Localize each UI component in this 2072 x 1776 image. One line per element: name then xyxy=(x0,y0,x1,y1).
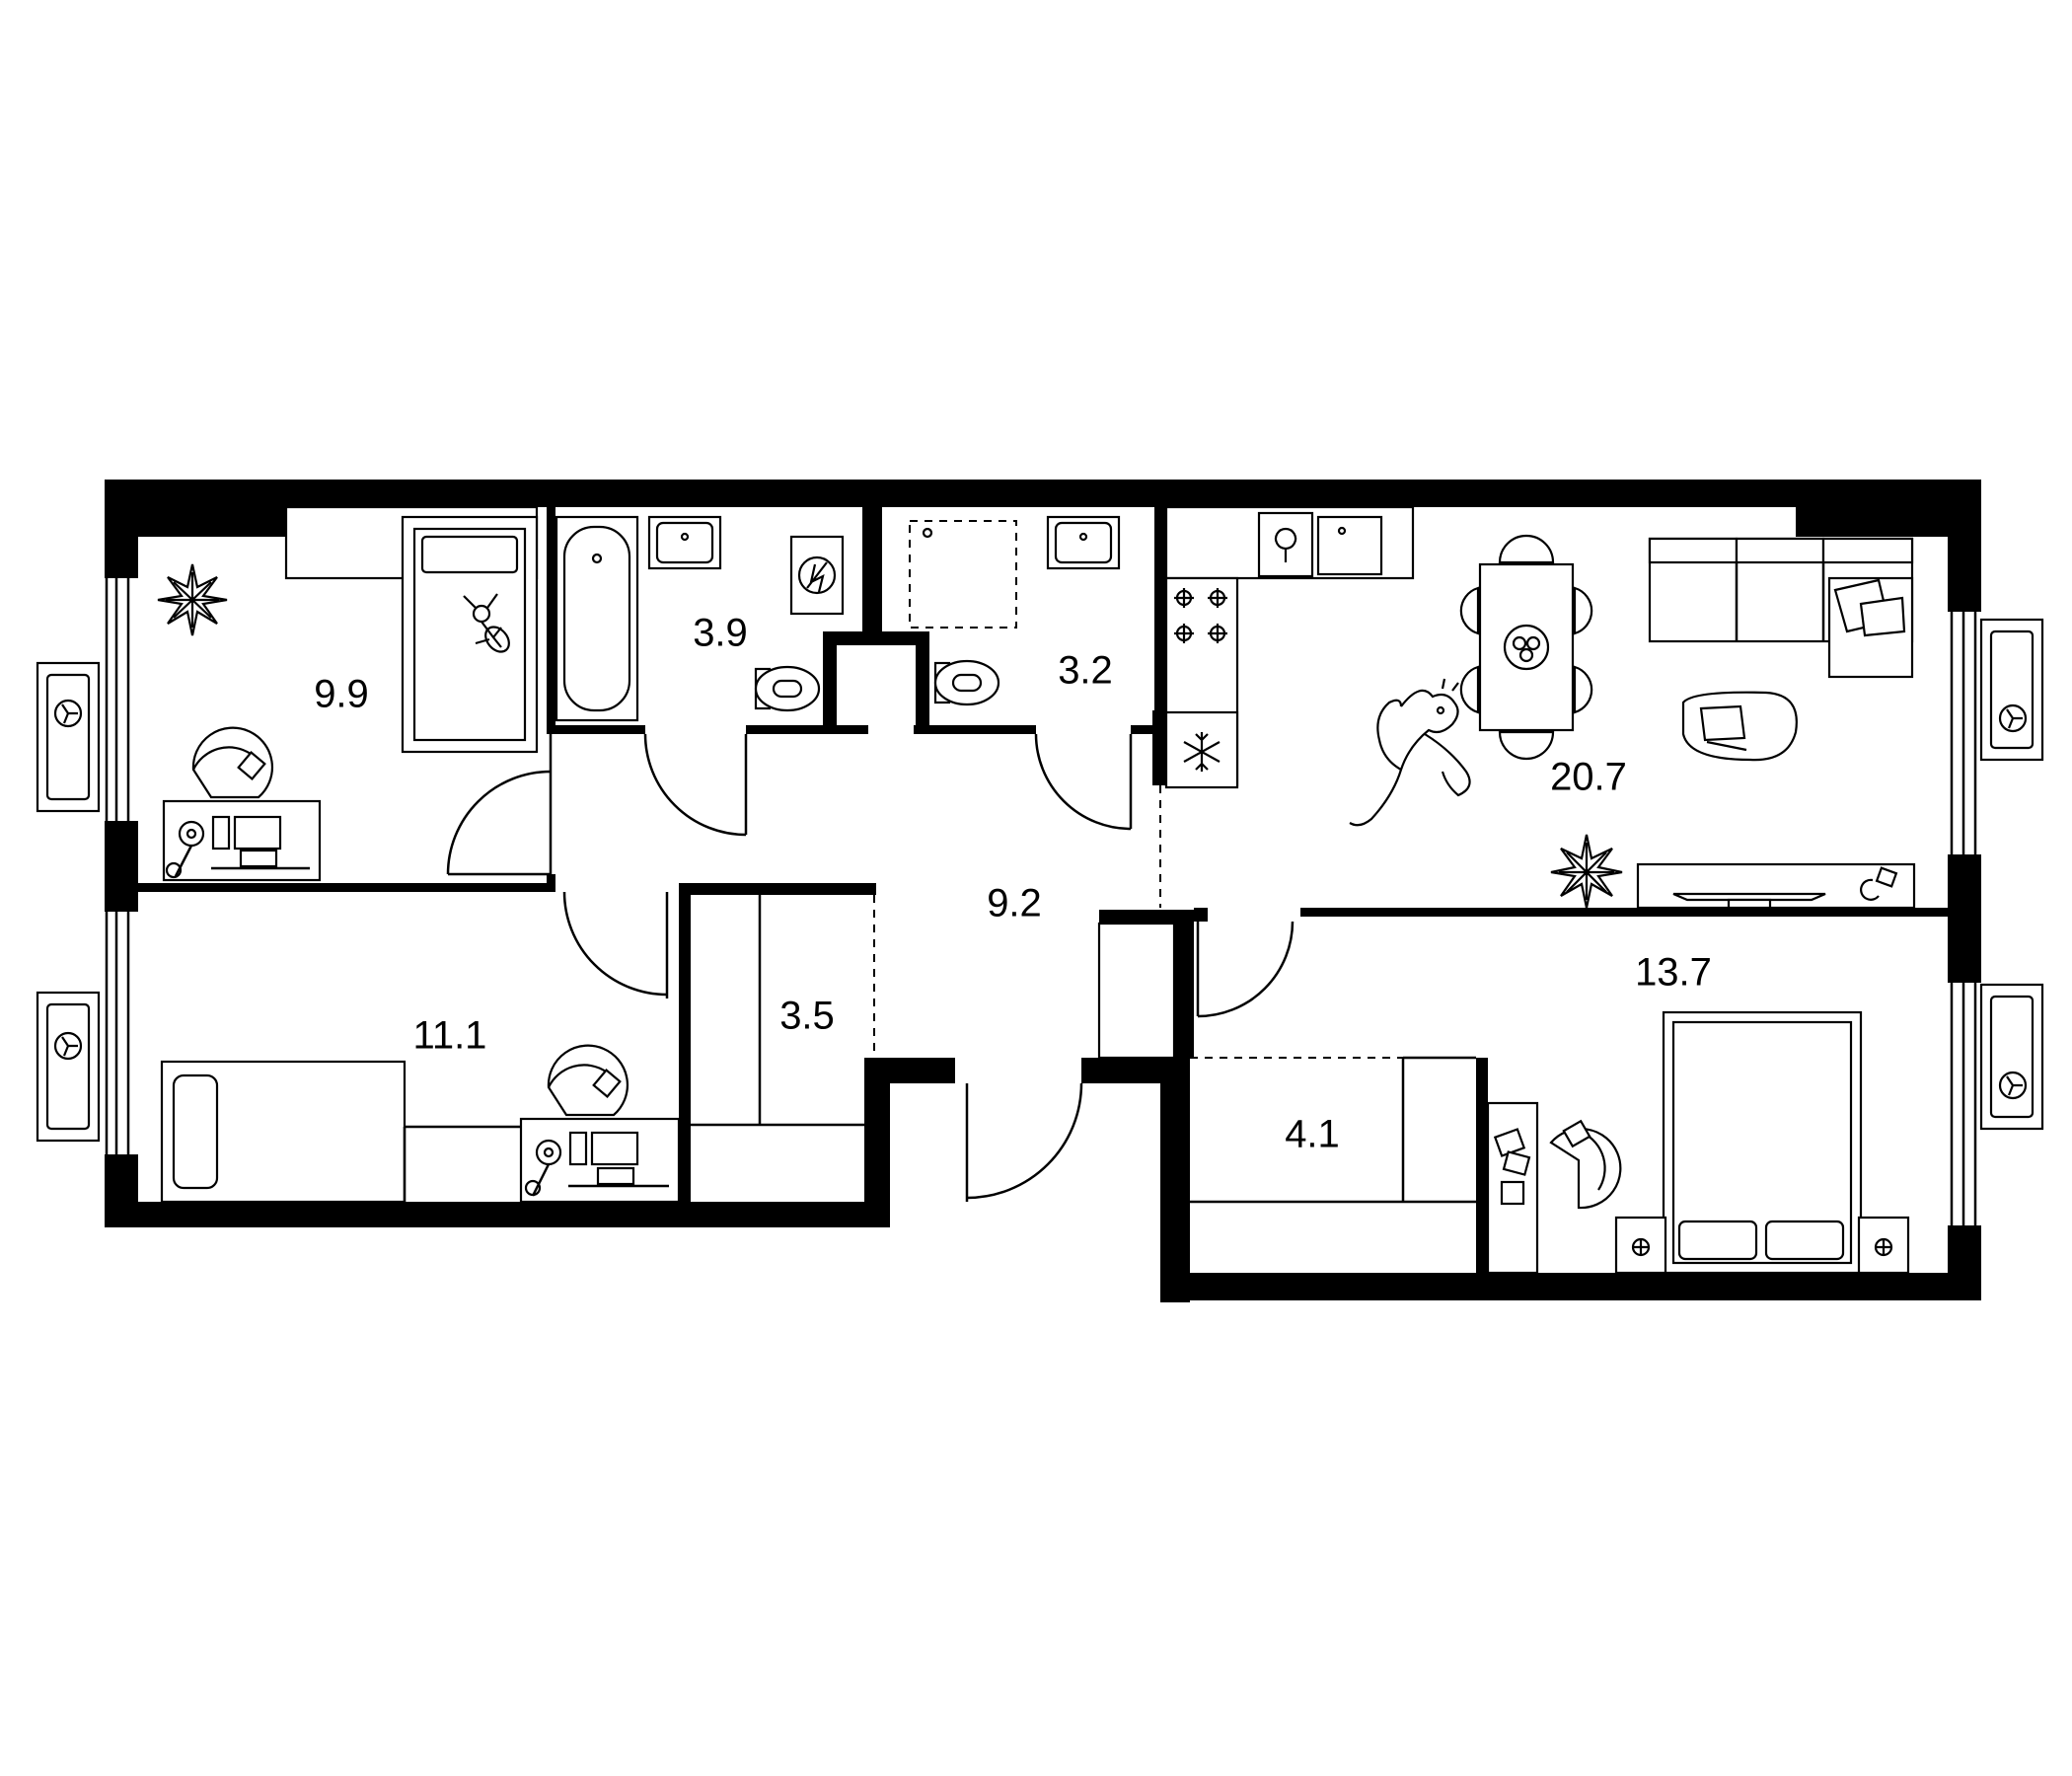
sink-kitchen xyxy=(1257,511,1314,578)
toilet-bath xyxy=(754,665,821,712)
area-label-kitchen-living: 20.7 xyxy=(1550,756,1627,799)
area-labels: 9.9 3.9 3.2 20.7 9.2 11.1 3.5 13.7 4.1 xyxy=(314,612,1712,1156)
sofa xyxy=(1648,537,1914,679)
sink-basin xyxy=(1316,515,1383,576)
child-bed-pillow xyxy=(420,535,519,574)
chair-children xyxy=(191,726,273,799)
plant-icon-living xyxy=(1550,834,1623,909)
area-label-children-room: 9.9 xyxy=(314,673,369,716)
area-label-bedroom-left: 11.1 xyxy=(413,1014,487,1058)
plant-icon xyxy=(157,563,228,636)
area-label-storage: 3.5 xyxy=(779,995,835,1038)
wall-bath-wc xyxy=(862,507,882,631)
tv-stand xyxy=(1636,862,1916,910)
wall-column-right xyxy=(1174,910,1194,1058)
window-left-upper xyxy=(36,578,130,821)
wall-left-mid xyxy=(105,821,138,912)
interior-walls xyxy=(138,507,1948,1273)
partitions xyxy=(691,785,1476,1204)
snowflake-icon xyxy=(1183,732,1221,772)
bathtub-inner xyxy=(562,525,631,712)
toilet-wc xyxy=(933,659,1000,706)
wall-right-mid xyxy=(1948,854,1981,983)
wall-hall-stub xyxy=(866,1058,955,1083)
wall-bath-left xyxy=(547,507,555,734)
stove-icon xyxy=(1174,588,1227,643)
door-bedroom-left xyxy=(562,891,669,999)
windows xyxy=(36,578,2044,1225)
dining-table xyxy=(1459,534,1593,761)
area-label-wc: 3.2 xyxy=(1058,649,1113,693)
coffee-table xyxy=(1681,691,1798,762)
window-right-upper xyxy=(1950,612,2044,854)
exterior-walls xyxy=(105,480,1981,1302)
wall-storage-top xyxy=(679,883,876,895)
window-right-lower xyxy=(1950,983,2044,1225)
wall-bottom-right xyxy=(1160,1273,1981,1300)
wall-shaft-left xyxy=(823,631,837,730)
wall-bottom-left-return xyxy=(864,1058,890,1227)
doors xyxy=(446,733,1295,1202)
area-label-hallway: 9.2 xyxy=(987,882,1042,925)
wall-wc-right xyxy=(1154,507,1166,734)
cat-icon xyxy=(1349,678,1471,827)
wall-bath-bottom-right xyxy=(746,725,868,734)
children-room-furniture xyxy=(157,505,539,882)
wall-wc-bottom xyxy=(914,725,1036,734)
wall-column xyxy=(1099,910,1194,924)
chair-master xyxy=(1549,1119,1622,1210)
chair-bedroom xyxy=(547,1044,629,1117)
wall-shaft-right xyxy=(916,631,929,730)
toy-bunny-icon xyxy=(463,593,510,653)
door-entrance xyxy=(965,1082,1083,1202)
wall-shaft-top xyxy=(823,631,929,645)
master-bedroom-furniture xyxy=(1486,1010,1910,1275)
door-bathroom xyxy=(643,733,748,837)
wall-living-bedroom-stub xyxy=(1194,908,1208,922)
shower-tray xyxy=(909,520,1017,629)
living-furniture xyxy=(1349,534,1916,910)
wall-kitchen-left xyxy=(1152,710,1166,785)
bedroom-left-furniture xyxy=(160,1044,681,1204)
wall-top xyxy=(105,480,1981,507)
wall-right-upper xyxy=(1948,480,1981,612)
wall-children-bedroom xyxy=(138,883,553,892)
area-label-bathroom: 3.9 xyxy=(693,612,748,655)
wall-left-upper xyxy=(105,480,138,578)
wall-wc-bottom-right xyxy=(1131,725,1162,734)
door-children xyxy=(446,734,553,876)
area-label-bedroom-master: 13.7 xyxy=(1635,951,1712,995)
wall-bath-left-lower xyxy=(547,874,555,892)
window-left-lower xyxy=(36,912,130,1154)
wall-right-return xyxy=(1160,1058,1190,1302)
wall-storage-left xyxy=(679,883,691,1209)
door-wc xyxy=(1034,733,1133,831)
wall-bath-bottom xyxy=(547,725,645,734)
area-label-wardrobe: 4.1 xyxy=(1285,1113,1340,1156)
desk-bedroom xyxy=(519,1117,681,1204)
wall-right-lower xyxy=(1948,1225,1981,1300)
bathroom-furniture xyxy=(555,515,845,722)
column-box xyxy=(1097,922,1176,1060)
desk-children xyxy=(162,799,322,882)
wall-bottom-left xyxy=(105,1202,890,1227)
wall-living-bedroom xyxy=(1300,908,1948,917)
door-master xyxy=(1196,921,1295,1018)
kitchen-furniture xyxy=(1164,505,1415,789)
wall-wardrobe-right xyxy=(1476,1058,1488,1273)
wc-furniture xyxy=(909,515,1121,706)
